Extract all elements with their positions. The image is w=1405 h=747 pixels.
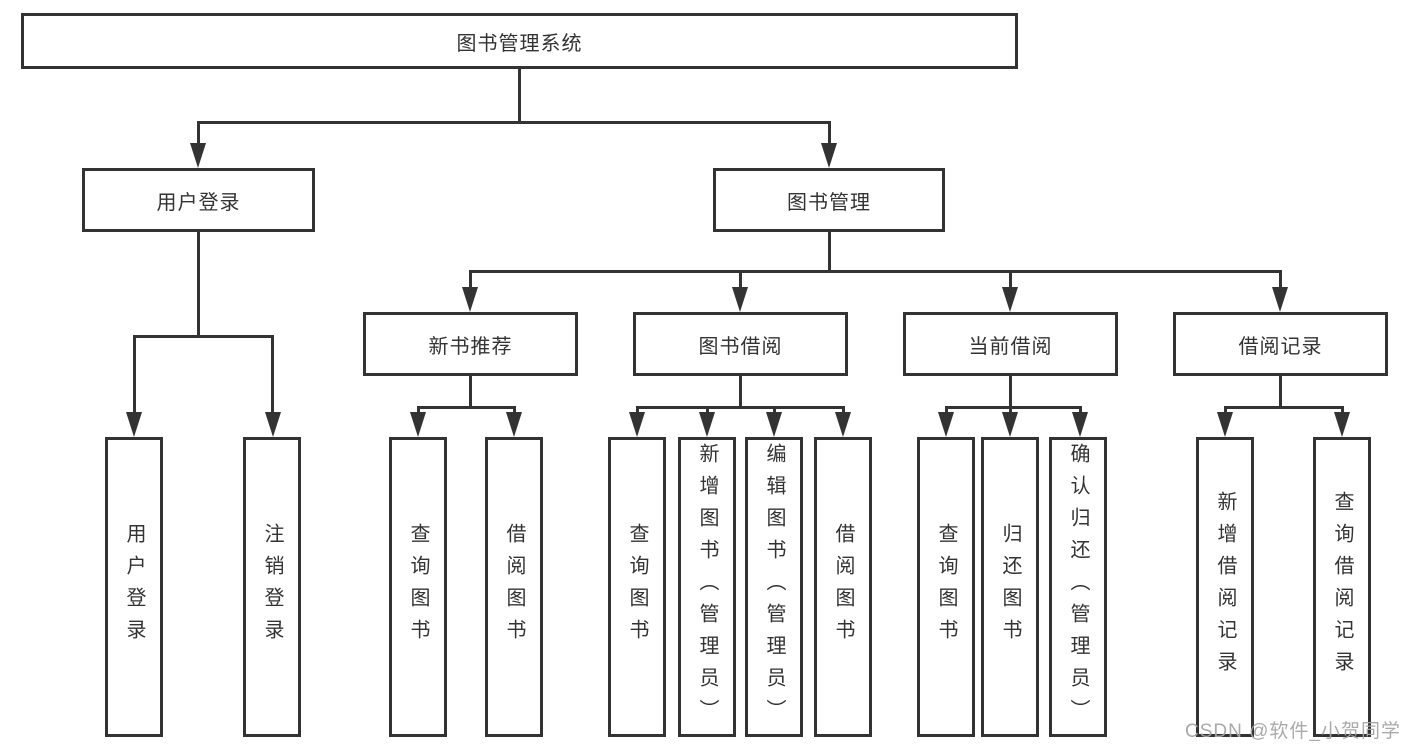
arrow-down-icon [1002, 287, 1018, 312]
connector-drop-leaf [636, 406, 639, 416]
arrow-down-icon [1002, 412, 1018, 437]
connector-drop-user-login [197, 121, 200, 147]
connector-borrow-records-bar [1224, 406, 1344, 409]
node-book-mgmt: 图书管理 [713, 168, 945, 232]
leaf-records-query: 查询借阅记录 [1313, 437, 1371, 737]
leaf-records-add: 新增借阅记录 [1196, 437, 1254, 737]
connector-borrow-records-stem [1279, 376, 1282, 409]
arrow-down-icon [1217, 412, 1233, 437]
connector-current-borrow-stem [1009, 376, 1012, 409]
connector-level2-bar [197, 121, 831, 124]
leaf-current-return: 归还图书 [981, 437, 1039, 737]
leaf-new-books-query: 查询图书 [389, 437, 447, 737]
connector-drop-book-borrow [739, 270, 742, 290]
connector-drop-leaf [1009, 406, 1012, 416]
leaf-borrow-query: 查询图书 [608, 437, 666, 737]
arrow-down-icon [506, 412, 522, 437]
connector-drop-current-borrow [1009, 270, 1012, 290]
leaf-borrow-edit-admin: 编辑图书（管理员） [745, 437, 803, 737]
connector-drop-leaf [271, 335, 274, 415]
connector-new-books-stem [469, 376, 472, 409]
node-root: 图书管理系统 [21, 13, 1018, 69]
leaf-logout: 注销登录 [243, 437, 301, 737]
arrow-down-icon [410, 412, 426, 437]
csdn-watermark: CSDN @软件_小贺同学 [1185, 721, 1401, 742]
connector-new-books-bar [417, 406, 516, 409]
arrow-down-icon [699, 412, 715, 437]
connector-drop-leaf [1079, 406, 1082, 416]
connector-book-mgmt-stem [828, 232, 831, 273]
leaf-current-query: 查询图书 [917, 437, 975, 737]
connector-drop-borrow-records [1279, 270, 1282, 290]
node-book-borrow: 图书借阅 [633, 312, 848, 376]
connector-drop-leaf [945, 406, 948, 416]
leaf-current-confirm-return-admin: 确认归还（管理员） [1049, 437, 1107, 737]
arrow-down-icon [821, 143, 837, 168]
connector-drop-book-mgmt [828, 121, 831, 147]
connector-drop-leaf [513, 406, 516, 416]
connector-user-login-stem [197, 232, 200, 338]
arrow-down-icon [766, 412, 782, 437]
node-new-books: 新书推荐 [363, 312, 578, 376]
connector-book-borrow-bar [636, 406, 845, 409]
connector-current-borrow-bar [945, 406, 1082, 409]
arrow-down-icon [938, 412, 954, 437]
arrow-down-icon [1072, 412, 1088, 437]
arrow-down-icon [1334, 412, 1350, 437]
arrow-down-icon [629, 412, 645, 437]
connector-drop-leaf [133, 335, 136, 415]
connector-drop-leaf [842, 406, 845, 416]
leaf-borrow-book: 借阅图书 [814, 437, 872, 737]
connector-root-stem [518, 69, 521, 124]
connector-drop-new-books [469, 270, 472, 290]
arrow-down-icon [126, 412, 142, 437]
arrow-down-icon [190, 143, 206, 168]
connector-drop-leaf [1341, 406, 1344, 416]
arrow-down-icon [265, 412, 281, 437]
node-user-login: 用户登录 [82, 168, 315, 232]
connector-drop-leaf [706, 406, 709, 416]
connector-level3-bar [469, 270, 1281, 273]
arrow-down-icon [1272, 287, 1288, 312]
connector-drop-leaf [1224, 406, 1227, 416]
leaf-user-login: 用户登录 [105, 437, 163, 737]
arrow-down-icon [462, 287, 478, 312]
leaf-new-books-borrow: 借阅图书 [485, 437, 543, 737]
connector-book-borrow-stem [739, 376, 742, 409]
leaf-borrow-add-admin: 新增图书（管理员） [678, 437, 736, 737]
connector-drop-leaf [773, 406, 776, 416]
connector-drop-leaf [417, 406, 420, 416]
node-current-borrow: 当前借阅 [903, 312, 1118, 376]
node-borrow-records: 借阅记录 [1173, 312, 1388, 376]
connector-user-login-bar [133, 335, 274, 338]
arrow-down-icon [835, 412, 851, 437]
arrow-down-icon [732, 287, 748, 312]
